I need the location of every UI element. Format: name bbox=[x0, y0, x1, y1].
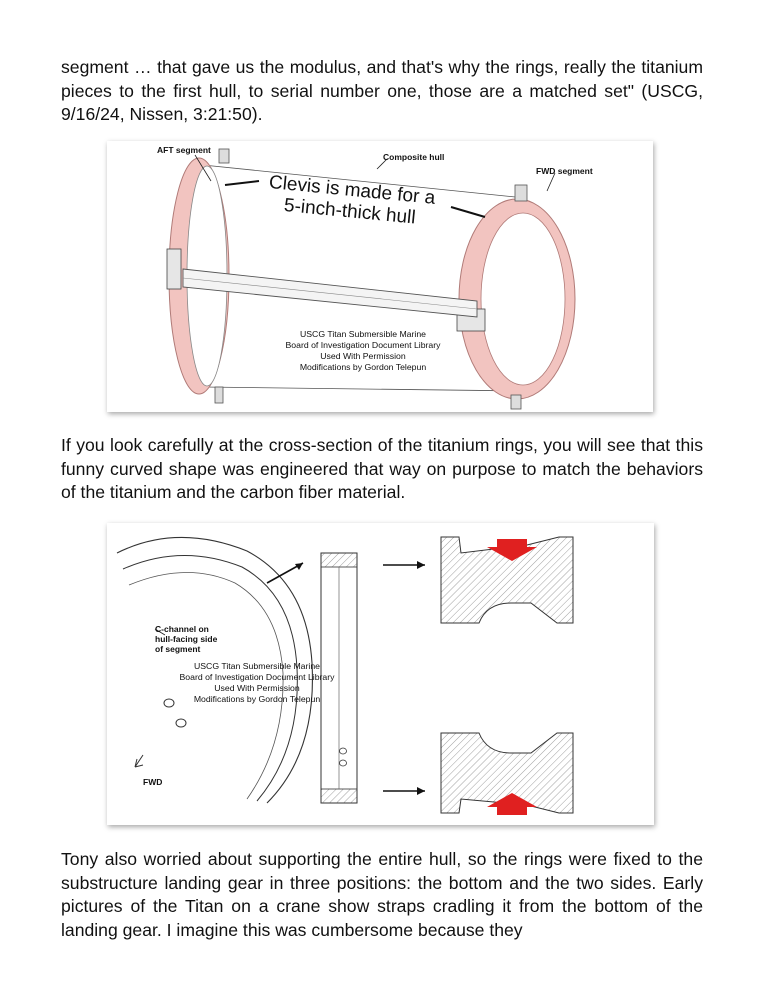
c-channel-label: C-channel on hull-facing side of segment bbox=[155, 624, 218, 654]
paragraph-landing-gear: Tony also worried about supporting the e… bbox=[61, 849, 703, 940]
fwd-direction-label: FWD bbox=[143, 777, 163, 787]
composite-hull-label: Composite hull bbox=[383, 152, 445, 162]
ring-edge-view bbox=[320, 552, 358, 804]
fwd-ring bbox=[456, 184, 576, 410]
figure2-credit: USCG Titan Submersible Marine Board of I… bbox=[179, 661, 335, 704]
figure-ring-cross-section: C-channel on hull-facing side of segment… bbox=[107, 523, 654, 825]
aft-segment-label: AFT segment bbox=[157, 145, 211, 155]
hull-assembly-drawing bbox=[166, 148, 576, 410]
figure-hull-assembly: AFT segment Composite hull FWD segment C… bbox=[107, 141, 653, 412]
figure1-credit: USCG Titan Submersible Marine Board of I… bbox=[285, 329, 441, 372]
paragraph-intro-quote: segment … that gave us the modulus, and … bbox=[61, 57, 703, 124]
landing-gear-rail bbox=[182, 268, 478, 318]
cross-section-bottom-detail bbox=[440, 732, 574, 815]
paragraph-cross-section: If you look carefully at the cross-secti… bbox=[61, 435, 703, 502]
ring-perspective-view bbox=[116, 536, 313, 804]
cross-section-top-detail bbox=[440, 536, 574, 624]
fwd-segment-label: FWD segment bbox=[536, 166, 593, 176]
ring-cross-section-drawing bbox=[116, 536, 574, 815]
